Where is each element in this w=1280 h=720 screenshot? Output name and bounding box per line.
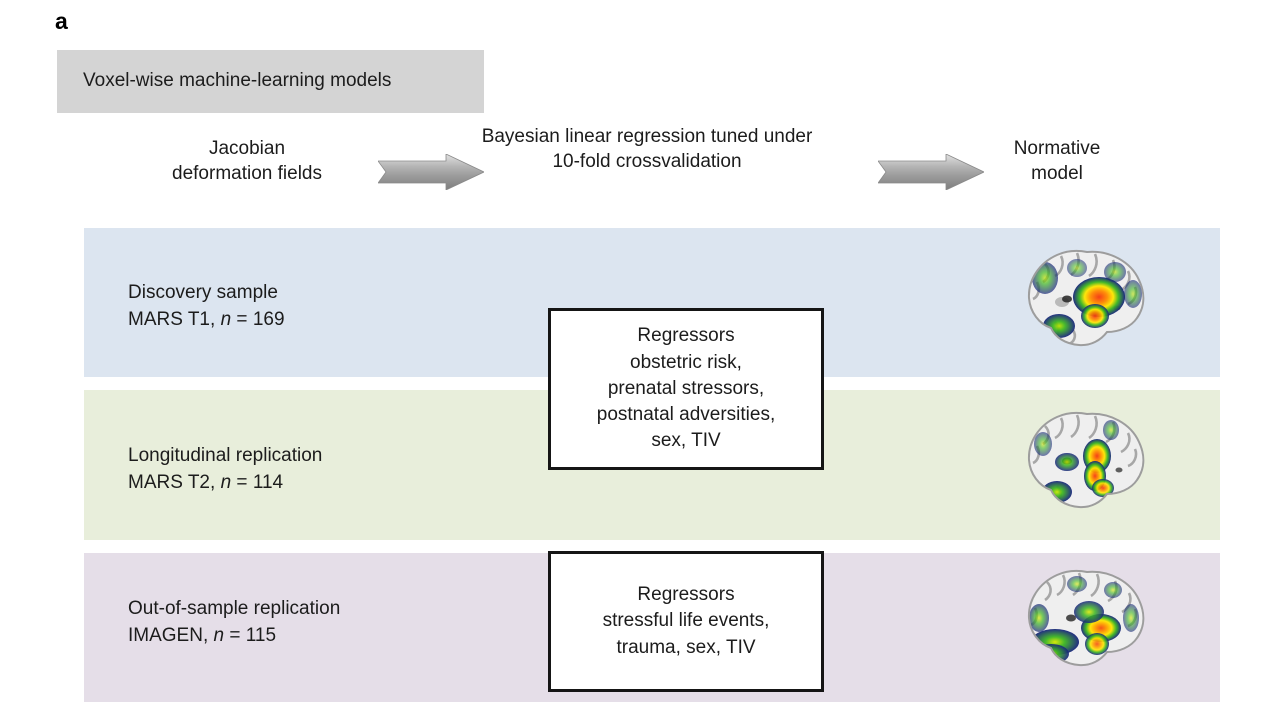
sample-title: Out-of-sample replication [128,598,341,619]
sample-equals: = [231,471,253,493]
sample-n-symbol: n [220,308,232,330]
regressors-text-imagen: Regressors stressful life events,trauma,… [603,582,770,661]
right-arrow-icon [377,153,485,191]
sample-comma: , [210,471,221,493]
sample-dataset: IMAGEN [128,624,203,646]
brain-image-discovery [1015,242,1165,364]
sample-dataset: MARS T2 [128,471,211,493]
sample-title: Discovery sample [128,282,278,303]
regressors-heading: Regressors [637,584,735,606]
sample-comma: , [210,308,221,330]
regressors-items: obstetric risk,prenatal stressors,postna… [596,351,776,452]
regressors-text-mars: Regressors obstetric risk,prenatal stres… [597,323,776,454]
sample-n-symbol: n [220,471,232,493]
header-banner: Voxel-wise machine-learning models [57,50,484,113]
brain-image-out-of-sample [1015,562,1165,684]
regressors-box-imagen: Regressors stressful life events,trauma,… [548,551,824,692]
sample-n-value: 114 [252,471,284,493]
sample-equals: = [224,624,246,646]
sample-label-out-of-sample: Out-of-sample replication IMAGEN, n = 11… [128,596,340,650]
sample-n-symbol: n [213,624,225,646]
sample-n-value: 169 [252,308,285,330]
panel-letter: a [55,8,68,34]
sample-comma: , [202,624,214,646]
right-arrow-icon [877,153,985,191]
sample-equals: = [231,308,253,330]
sample-n-value: 115 [245,624,277,646]
regressors-box-mars: Regressors obstetric risk,prenatal stres… [548,308,824,470]
header-banner-label: Voxel-wise machine-learning models [83,70,392,92]
sample-label-longitudinal: Longitudinal replication MARS T2, n = 11… [128,443,322,497]
sample-label-discovery: Discovery sample MARS T1, n = 169 [128,280,285,334]
sample-dataset: MARS T1 [128,308,211,330]
regressors-heading: Regressors [637,325,735,347]
brain-image-longitudinal [1015,404,1165,526]
regressors-items: stressful life events,trauma, sex, TIV [602,610,770,658]
sample-title: Longitudinal replication [128,445,323,466]
